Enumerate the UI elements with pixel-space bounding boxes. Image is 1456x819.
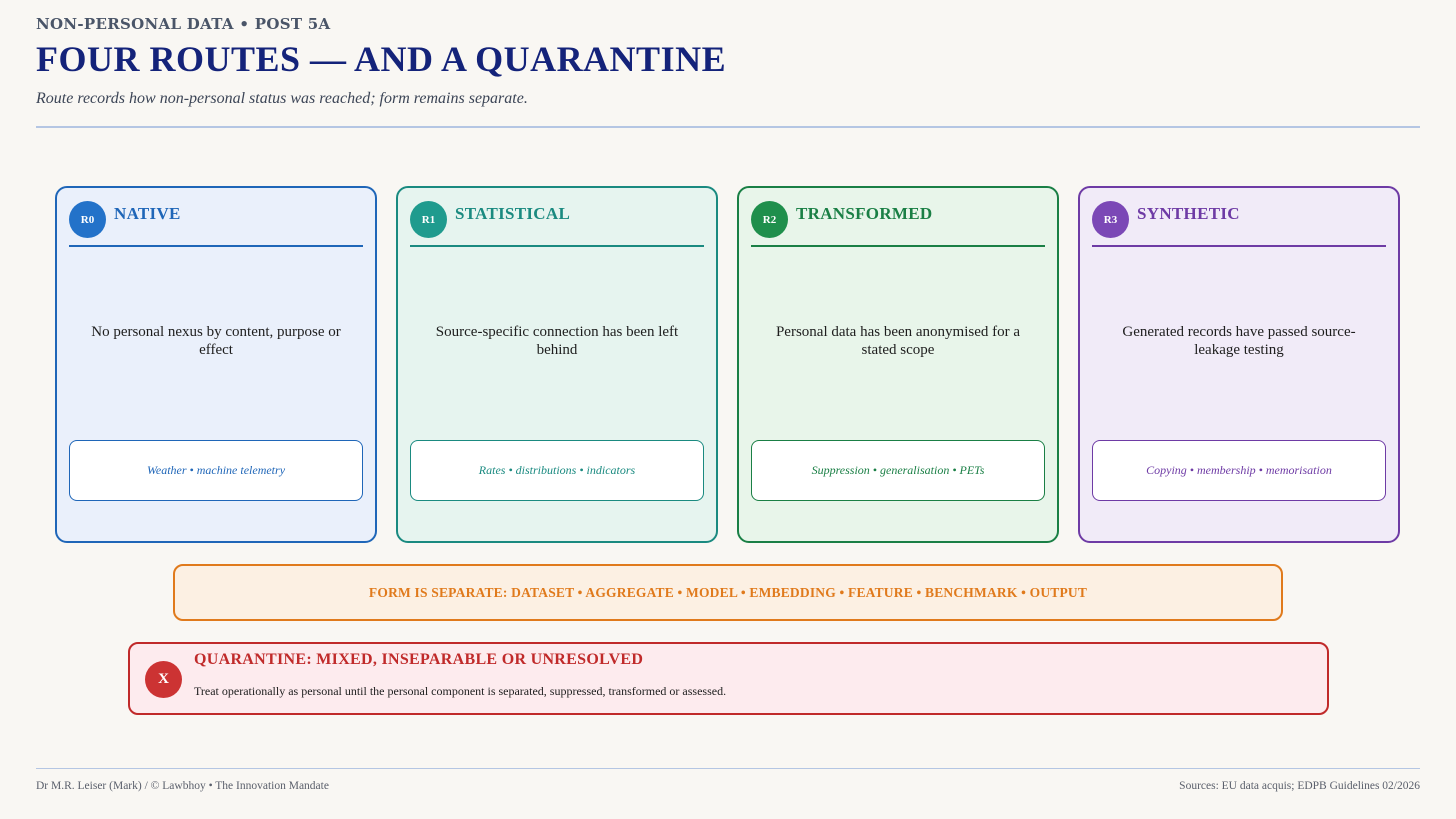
route-name: TRANSFORMED	[796, 204, 933, 223]
route-description: Personal data has been anonymised for a …	[775, 324, 1021, 358]
route-examples: Suppression • generalisation • PETs	[751, 440, 1045, 501]
route-examples: Copying • membership • memorisation	[1092, 440, 1386, 501]
route-examples: Rates • distributions • indicators	[410, 440, 704, 501]
quarantine-title: QUARANTINE: MIXED, INSEPARABLE OR UNRESO…	[194, 651, 644, 668]
footer-divider	[36, 768, 1420, 769]
footer-credit: Dr M.R. Leiser (Mark) / © Lawbhoy • The …	[36, 780, 329, 792]
kicker: NON-PERSONAL DATA • POST 5A	[36, 15, 331, 33]
route-divider	[410, 245, 704, 247]
route-name: NATIVE	[114, 204, 181, 223]
route-badge: R1	[410, 201, 447, 238]
quarantine-text: Treat operationally as personal until th…	[194, 684, 727, 698]
route-card-native: R0 NATIVE No personal nexus by content, …	[55, 186, 377, 543]
route-card-transformed: R2 TRANSFORMED Personal data has been an…	[737, 186, 1059, 543]
route-badge: R0	[69, 201, 106, 238]
route-divider	[1092, 245, 1386, 247]
route-name: SYNTHETIC	[1137, 204, 1240, 223]
page-subtitle: Route records how non-personal status wa…	[36, 90, 528, 107]
route-examples: Weather • machine telemetry	[69, 440, 363, 501]
route-divider	[69, 245, 363, 247]
route-badge: R2	[751, 201, 788, 238]
route-name: STATISTICAL	[455, 204, 571, 223]
route-description: Generated records have passed source-lea…	[1122, 324, 1356, 358]
quarantine-badge: X	[145, 661, 182, 698]
route-badge: R3	[1092, 201, 1129, 238]
route-divider	[751, 245, 1045, 247]
page-title: FOUR ROUTES — AND A QUARANTINE	[36, 39, 727, 79]
route-description: Source-specific connection has been left…	[435, 324, 679, 358]
form-separate-banner: FORM IS SEPARATE: DATASET • AGGREGATE • …	[173, 564, 1283, 621]
footer-sources: Sources: EU data acquis; EDPB Guidelines…	[1179, 780, 1420, 792]
quarantine-box: X QUARANTINE: MIXED, INSEPARABLE OR UNRE…	[128, 642, 1329, 715]
header-divider	[36, 126, 1420, 128]
route-card-statistical: R1 STATISTICAL Source-specific connectio…	[396, 186, 718, 543]
route-card-synthetic: R3 SYNTHETIC Generated records have pass…	[1078, 186, 1400, 543]
route-description: No personal nexus by content, purpose or…	[91, 324, 341, 358]
